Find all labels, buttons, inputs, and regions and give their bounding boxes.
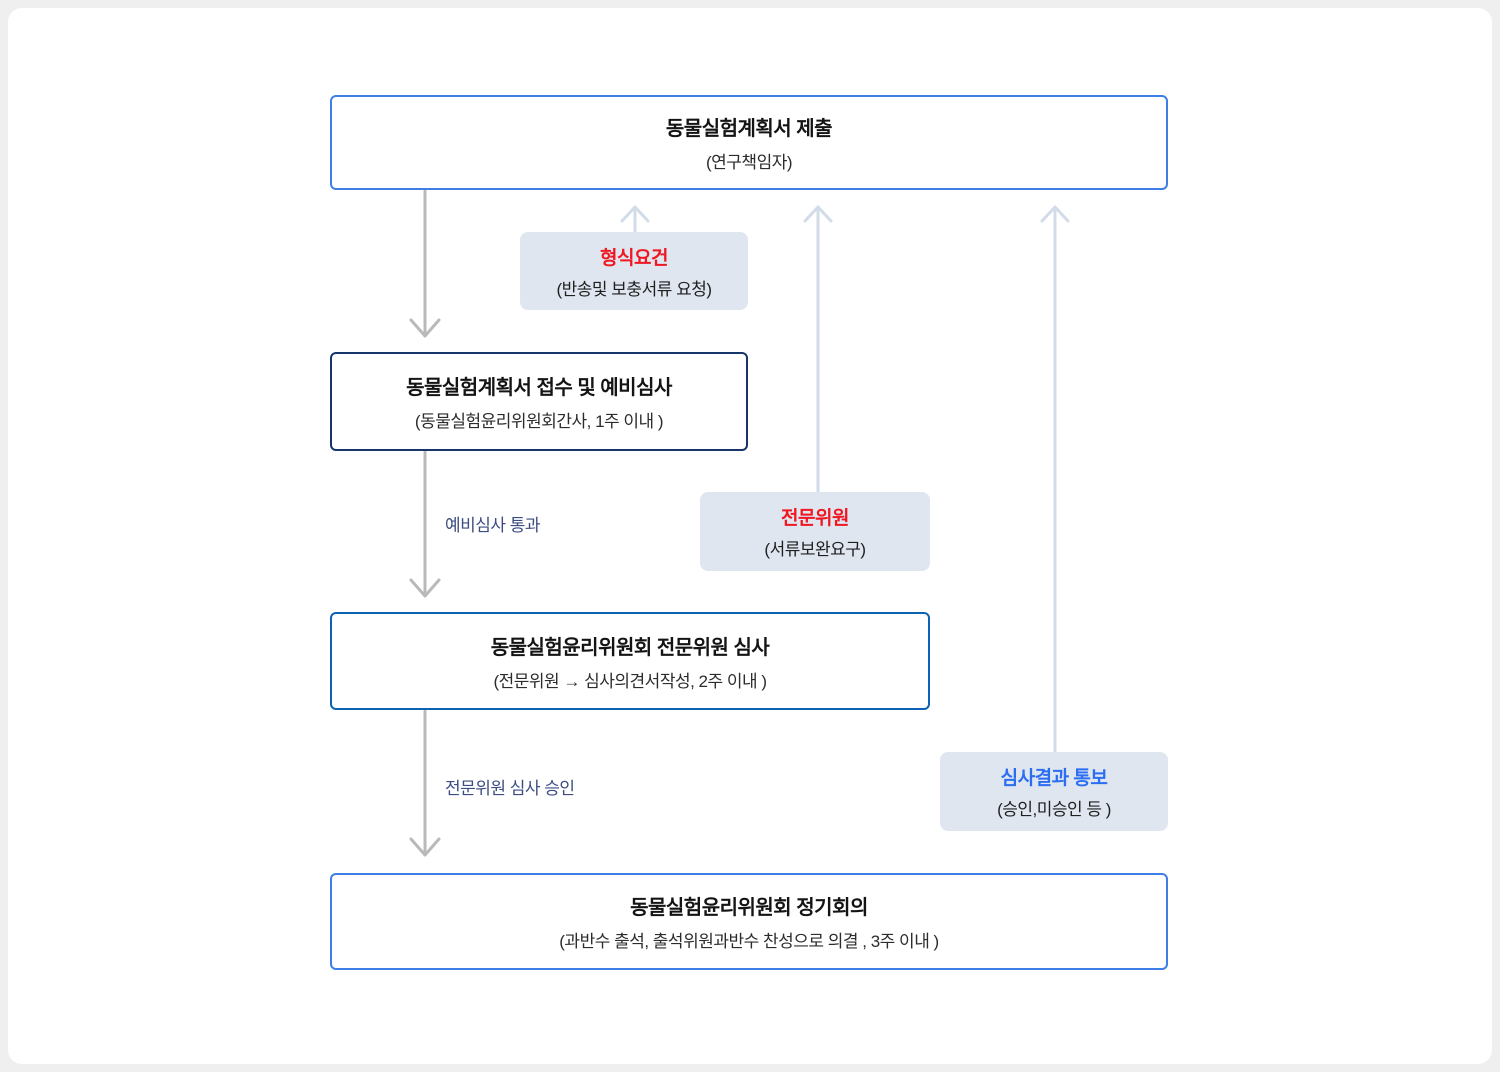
node-plan-submit-subtitle: (연구책임자) bbox=[705, 153, 793, 172]
node-expert-review: 동물실험윤리위원회 전문위원 심사 (전문위원 → 심사의견서작성, 2주 이내… bbox=[330, 612, 930, 710]
callout-expert-member: 전문위원 (서류보완요구) bbox=[700, 492, 930, 571]
arrow-submit-to-receipt bbox=[409, 189, 441, 338]
callout-formal-requirements: 형식요건 (반송및 보충서류 요청) bbox=[520, 232, 748, 310]
callout-result-title: 심사결과 통보 bbox=[1000, 768, 1108, 789]
callout-formal-subtitle: (반송및 보충서류 요청) bbox=[556, 279, 712, 299]
callout-result-subtitle: (승인,미승인 등 ) bbox=[997, 800, 1111, 819]
node-receipt-subtitle: (동물실험윤리위원회간사, 1주 이내 ) bbox=[414, 412, 664, 431]
node-expert-review-subtitle: (전문위원 → 심사의견서작성, 2주 이내 ) bbox=[493, 671, 767, 691]
node-receipt-preliminary-review: 동물실험계획서 접수 및 예비심사 (동물실험윤리위원회간사, 1주 이내 ) bbox=[330, 352, 748, 451]
arrow-expertmember-to-submit bbox=[803, 205, 833, 494]
arrow-expert-to-meeting bbox=[409, 709, 441, 857]
edge-label-preliminary-pass: 예비심사 통과 bbox=[445, 516, 541, 535]
edge-label-expert-approval: 전문위원 심사 승인 bbox=[445, 779, 575, 798]
callout-expert-title: 전문위원 bbox=[781, 508, 849, 529]
node-receipt-title: 동물실험계획서 접수 및 예비심사 bbox=[406, 377, 672, 399]
callout-formal-title: 형식요건 bbox=[600, 247, 668, 269]
arrow-formal-to-submit bbox=[620, 205, 650, 234]
node-regular-meeting-subtitle: (과반수 출석, 출석위원과반수 찬성으로 의결 , 3주 이내 ) bbox=[559, 932, 939, 951]
node-regular-meeting-title: 동물실험윤리위원회 정기회의 bbox=[630, 897, 868, 919]
callout-review-result-notice: 심사결과 통보 (승인,미승인 등 ) bbox=[940, 752, 1168, 831]
arrow-result-to-submit bbox=[1040, 205, 1070, 754]
callout-expert-subtitle: (서류보완요구) bbox=[764, 540, 866, 559]
arrow-receipt-to-expert bbox=[409, 450, 441, 598]
node-regular-meeting: 동물실험윤리위원회 정기회의 (과반수 출석, 출석위원과반수 찬성으로 의결 … bbox=[330, 873, 1168, 970]
node-plan-submit-title: 동물실험계획서 제출 bbox=[665, 118, 833, 140]
node-expert-review-title: 동물실험윤리위원회 전문위원 심사 bbox=[490, 636, 770, 659]
node-plan-submit: 동물실험계획서 제출 (연구책임자) bbox=[330, 95, 1168, 190]
